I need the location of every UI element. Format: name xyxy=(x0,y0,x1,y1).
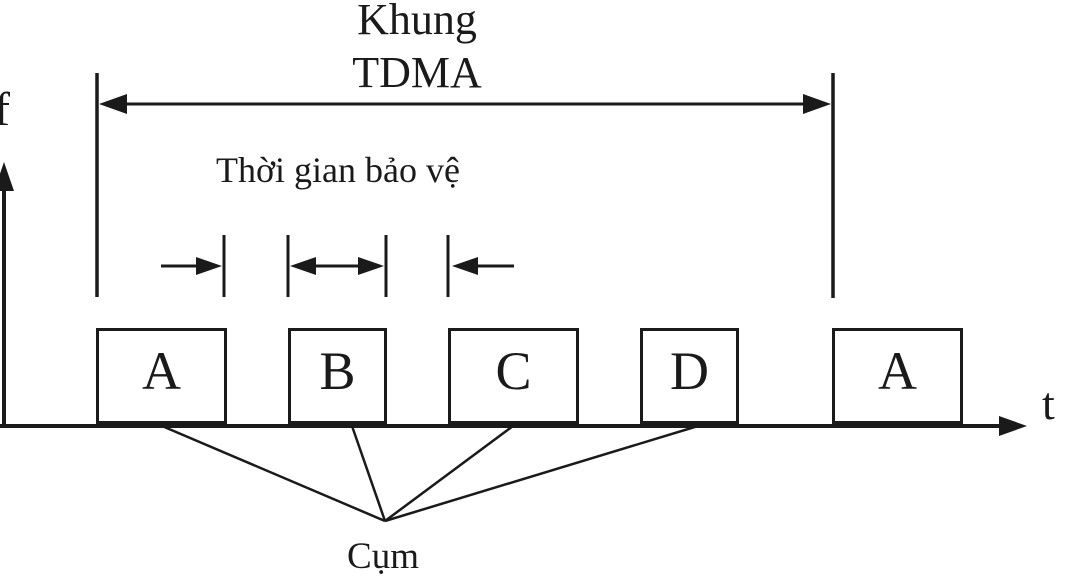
slot-label-c: C xyxy=(495,341,532,401)
slot-box-a1: A xyxy=(96,328,227,424)
burst-connector-line-a xyxy=(161,424,386,523)
guard-arrow-3-head-icon xyxy=(452,257,478,275)
frame-span-right-arrowhead-icon xyxy=(803,94,831,114)
slot-label-d: D xyxy=(670,341,709,401)
guard-arrow-2-left-head-icon xyxy=(290,257,316,275)
slot-label-a2: A xyxy=(878,341,917,401)
slot-box-b: B xyxy=(288,328,387,424)
guard-arrow-1-head-icon xyxy=(196,257,222,275)
f-axis-arrowhead-icon xyxy=(0,162,14,191)
slot-label-a1: A xyxy=(142,341,181,401)
slot-box-a2: A xyxy=(832,328,963,424)
y-axis-label: f xyxy=(0,83,10,136)
burst-connector-line-b xyxy=(350,425,387,522)
slot-label-b: B xyxy=(319,341,356,401)
burst-connector-line-c xyxy=(384,424,514,523)
slot-box-d: D xyxy=(640,328,739,424)
frame-span-left-arrowhead-icon xyxy=(99,94,127,114)
x-axis-label: t xyxy=(1042,378,1055,429)
burst-connector-line-d xyxy=(384,424,699,523)
guard-arrow-2-right-head-icon xyxy=(358,257,384,275)
burst-label: Cụm xyxy=(347,536,419,577)
guard-time-label: Thời gian bảo vệ xyxy=(216,150,460,190)
t-axis-arrowhead-icon xyxy=(999,416,1027,436)
frame-title: Khung TDMA xyxy=(352,0,482,97)
slot-box-c: C xyxy=(448,328,579,424)
